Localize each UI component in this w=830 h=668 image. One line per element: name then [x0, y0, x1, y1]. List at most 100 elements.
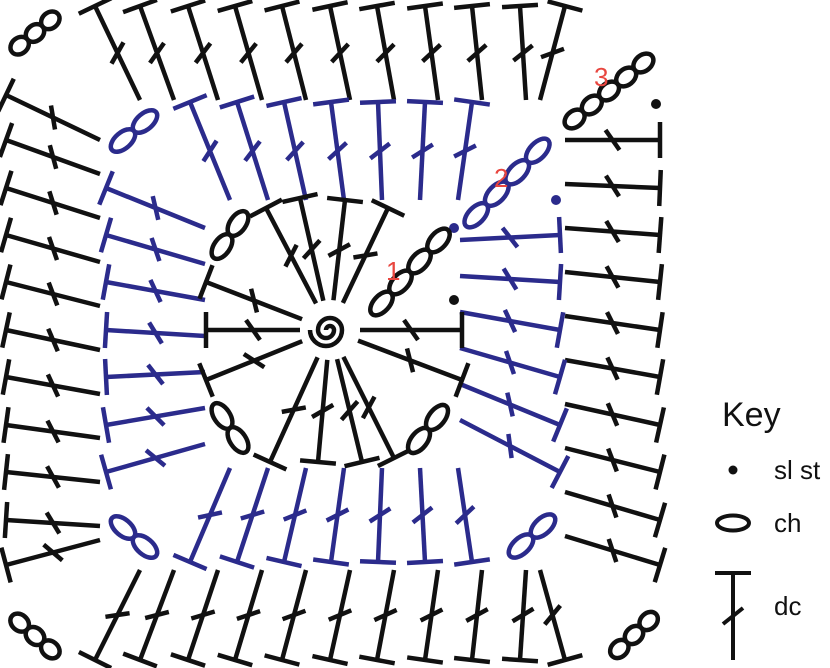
- dc-stitch: [219, 94, 271, 201]
- round-2-corner-ch-top-right: [462, 136, 552, 230]
- dc-stitch: [501, 569, 539, 664]
- dc-stitch: [340, 198, 406, 304]
- round-1-corner-ch-top-left: [209, 208, 251, 262]
- dc-stitch: [406, 569, 444, 665]
- dc-stitch: [564, 445, 667, 491]
- dc-stitch: [0, 170, 101, 221]
- dc-stitch: [537, 0, 583, 101]
- dc-stitch: [170, 569, 221, 668]
- dc-stitch: [77, 568, 143, 668]
- magic-ring-center: [307, 315, 345, 349]
- dc-stitch: [0, 311, 101, 353]
- dc-icon: [715, 571, 751, 660]
- dc-stitch: [453, 97, 491, 201]
- dc-stitch: [0, 77, 101, 143]
- dc-stitch: [358, 0, 397, 101]
- round-2-corner-ch-bottom-right: [506, 512, 558, 560]
- dc-stitch: [100, 405, 206, 444]
- round-1-sl-st: [449, 295, 459, 305]
- dc-stitch: [453, 467, 491, 567]
- round-1-corner-ch-bottom-right: [405, 402, 451, 456]
- key-label-dc: dc: [774, 591, 801, 621]
- dc-stitch: [564, 169, 664, 207]
- dc-stitch: [406, 1, 444, 101]
- dc-stitch: [265, 467, 309, 569]
- dc-stitch: [97, 170, 206, 231]
- dc-stitch: [501, 2, 539, 101]
- round-2-label: 2: [494, 163, 508, 193]
- dc-stitch: [2, 501, 101, 539]
- sl-st-icon: [728, 465, 738, 475]
- dc-stitch: [311, 569, 353, 667]
- dc-stitch: [1, 453, 101, 491]
- dc-stitch: [537, 569, 583, 667]
- dc-stitch: [459, 216, 564, 254]
- dc-stitch: [459, 308, 566, 349]
- dc-stitch: [326, 195, 364, 301]
- dc-stitch: [265, 95, 309, 201]
- round-2-sl-st-b: [551, 195, 561, 205]
- dc-stitch: [359, 99, 397, 201]
- dc-stitch: [281, 191, 326, 302]
- dc-stitch: [203, 312, 300, 348]
- round-3-label: 3: [594, 62, 608, 92]
- dc-stitch: [360, 312, 465, 348]
- dc-stitch: [459, 345, 568, 395]
- round-1-corner-ch-top-right: [368, 226, 452, 318]
- dc-stitch: [565, 122, 663, 158]
- dc-stitch: [77, 0, 143, 101]
- dc-stitch: [406, 98, 444, 201]
- dc-stitch: [122, 569, 177, 668]
- dc-stitch: [0, 264, 101, 309]
- dc-stitch: [219, 467, 271, 570]
- dc-stitch: [453, 1, 491, 101]
- round-3-corner-ch-bottom-left: [8, 611, 62, 661]
- dc-stitch: [334, 358, 381, 469]
- dc-stitch: [0, 122, 101, 177]
- dc-stitch: [102, 311, 206, 349]
- dc-stitch: [100, 263, 206, 304]
- dc-stitch: [564, 489, 668, 538]
- dc-stitch: [564, 533, 668, 583]
- dc-stitch: [564, 263, 665, 301]
- dc-stitch: [249, 197, 319, 305]
- dc-stitch: [312, 467, 350, 567]
- dc-stitch: [98, 217, 206, 267]
- dc-stitch: [217, 0, 265, 101]
- dc-stitch: [0, 217, 101, 265]
- dc-stitch: [252, 356, 320, 472]
- dc-stitch: [564, 216, 664, 254]
- dc-stitch: [564, 311, 665, 349]
- dc-stitch: [459, 263, 564, 301]
- dc-stitch: [311, 0, 353, 101]
- dc-stitch: [0, 537, 101, 583]
- dc-stitch: [357, 338, 471, 398]
- key-label-ch: ch: [774, 508, 801, 538]
- round-3-corner-ch-top-right: [562, 51, 656, 131]
- round-2-corner-ch-top-left: [108, 107, 160, 155]
- dc-stitch: [1, 406, 101, 444]
- dc-stitch: [312, 97, 350, 201]
- dc-stitch: [458, 418, 571, 490]
- dc-stitch: [197, 264, 303, 322]
- magic-ring-spiral: [307, 315, 345, 349]
- dc-stitch: [102, 358, 206, 396]
- dc-stitch: [341, 355, 412, 469]
- dc-stitch: [564, 356, 666, 396]
- dc-stitch: [459, 381, 569, 443]
- round-1-corner-ch-bottom-left: [209, 400, 251, 456]
- round-2-corner-ch-bottom-left: [108, 513, 160, 561]
- round-2-stitches: [97, 93, 571, 572]
- stitch-key: Key sl st ch dc: [715, 396, 821, 660]
- dc-stitch: [299, 359, 337, 466]
- dc-stitch: [98, 441, 206, 490]
- round-3-sl-st: [651, 99, 661, 109]
- dc-stitch: [170, 0, 221, 101]
- dc-stitch: [264, 569, 309, 667]
- dc-stitch: [0, 358, 101, 398]
- dc-stitch: [564, 401, 667, 444]
- dc-stitch: [453, 569, 491, 665]
- dc-stitch: [264, 0, 309, 101]
- round-1-stitches: [197, 191, 471, 472]
